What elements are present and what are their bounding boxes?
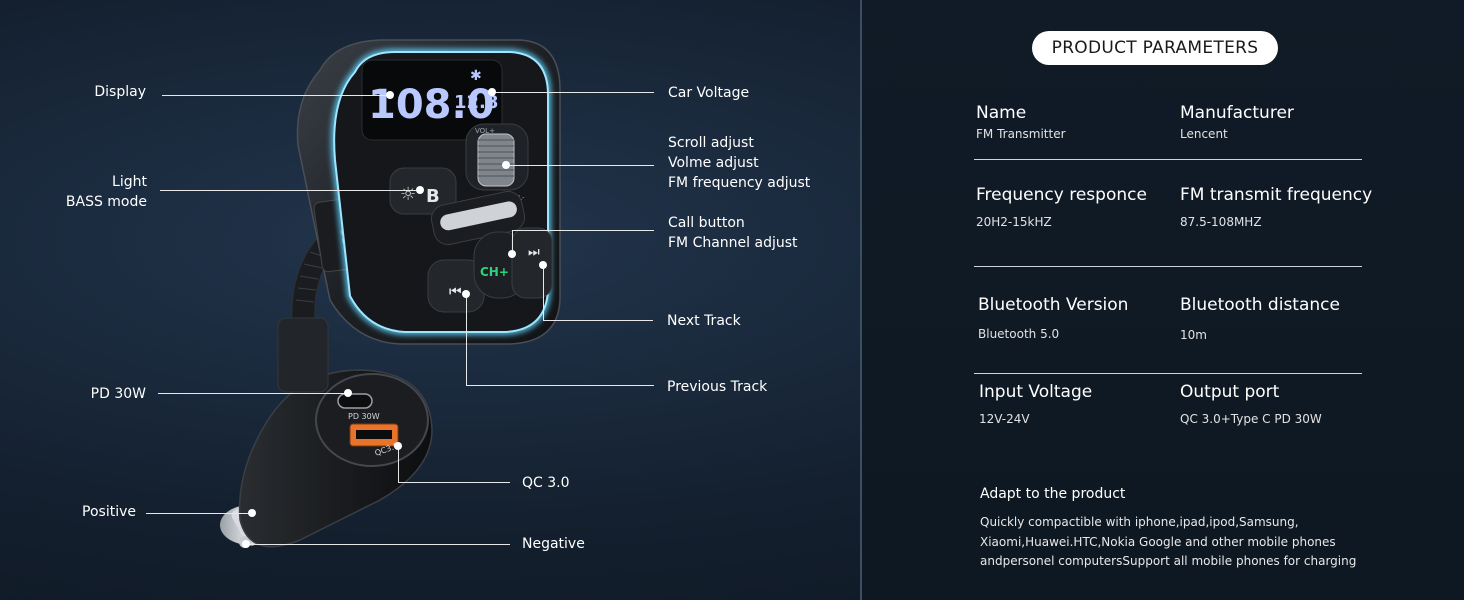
name-label: Name — [976, 103, 1027, 123]
divider-1 — [974, 159, 1362, 160]
divider-3 — [974, 373, 1362, 374]
callout-call-button: Call button FM Channel adjust — [668, 215, 798, 251]
bt-distance-label: Bluetooth distance — [1180, 295, 1340, 315]
bt-distance-value: 10m — [1180, 328, 1207, 342]
bulb-icon: ☼ — [400, 184, 416, 205]
panel-divider — [860, 0, 862, 600]
input-voltage-label: Input Voltage — [979, 382, 1093, 402]
freq-response-label: Frequency responce — [976, 185, 1147, 205]
input-voltage-value: 12V-24V — [979, 412, 1030, 426]
freq-response-value: 20H2-15kHZ — [976, 215, 1052, 229]
product-parameters-panel: PRODUCT PARAMETERS Name FM Transmitter M… — [862, 0, 1464, 600]
output-port-label: Output port — [1180, 382, 1280, 402]
next-icon: ⏭ — [528, 245, 540, 260]
callout-qc: QC 3.0 — [522, 475, 570, 491]
product-diagram: USB 108.0 12.8 ✱ VOL+ VOL- ☼ B ⏮ C — [65, 39, 811, 552]
bt-version-label: Bluetooth Version — [978, 295, 1129, 315]
display-frequency: 108.0 — [368, 82, 495, 128]
display-voltage: 12.8 — [454, 92, 498, 113]
scroll-wheel[interactable] — [477, 133, 515, 187]
callout-negative: Negative — [522, 536, 585, 552]
parameters-header: PRODUCT PARAMETERS — [1032, 31, 1278, 65]
output-port-value: QC 3.0+Type C PD 30W — [1180, 412, 1322, 426]
svg-text:VOL+: VOL+ — [475, 127, 495, 135]
previous-icon: ⏮ — [449, 284, 462, 300]
callout-display: Display — [94, 84, 146, 100]
name-value: FM Transmitter — [976, 127, 1066, 141]
call-icon: CH+ — [480, 265, 509, 279]
callout-light-bass: Light BASS mode — [65, 174, 147, 210]
next-track-button[interactable] — [511, 227, 553, 299]
bt-version-value: Bluetooth 5.0 — [978, 327, 1060, 341]
bass-icon: B — [426, 186, 440, 207]
callout-scroll: Scroll adjust Volme adjust FM frequency … — [668, 135, 811, 191]
pd-label: PD 30W — [348, 412, 380, 421]
manufacturer-label: Manufacturer — [1180, 103, 1294, 123]
callout-previous-track: Previous Track — [667, 379, 768, 395]
bluetooth-icon: ✱ — [470, 68, 482, 84]
fm-freq-value: 87.5-108MHZ — [1180, 215, 1262, 229]
callout-pd: PD 30W — [90, 386, 146, 402]
divider-2 — [974, 266, 1362, 267]
adapt-title: Adapt to the product — [980, 486, 1126, 502]
fm-freq-label: FM transmit frequency — [1180, 185, 1373, 205]
callout-car-voltage: Car Voltage — [668, 85, 750, 101]
pd-usb-c-port[interactable] — [337, 393, 373, 409]
adapt-description: Quickly compactible with iphone,ipad,ipo… — [980, 515, 1357, 568]
manufacturer-value: Lencent — [1180, 127, 1228, 141]
callout-positive: Positive — [82, 504, 136, 520]
fm-transmitter-illustration: USB 108.0 12.8 ✱ VOL+ VOL- ☼ B ⏮ C — [220, 39, 561, 548]
neck-base — [277, 317, 329, 393]
callout-next-track: Next Track — [667, 313, 741, 329]
display-screen — [361, 59, 503, 141]
